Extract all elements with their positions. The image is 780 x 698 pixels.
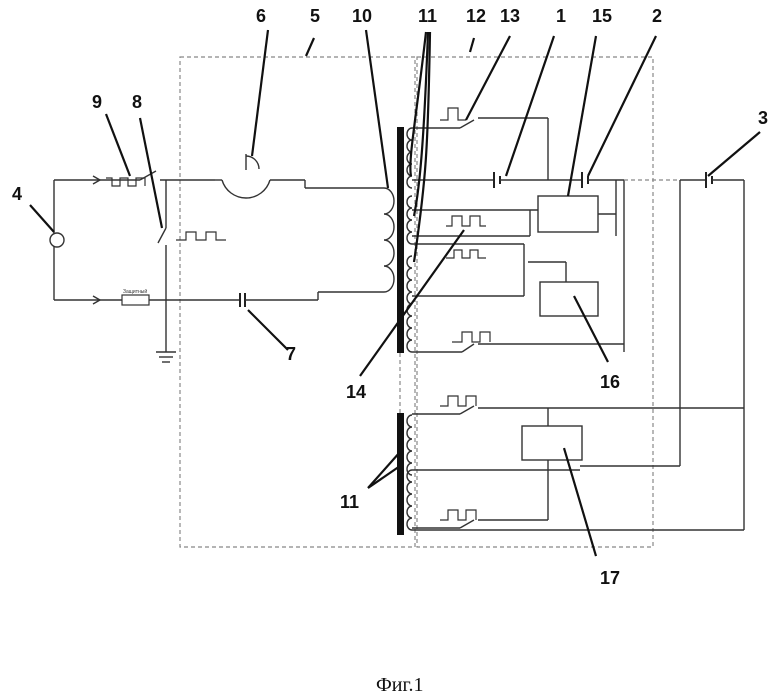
label-9: 9	[92, 92, 102, 112]
enclosure-12	[417, 57, 653, 547]
label-11-bottom: 11	[340, 492, 359, 512]
figure-caption: Фиг.1	[376, 674, 423, 696]
switch-13-circuit	[412, 108, 548, 180]
switch-8	[156, 180, 226, 362]
label-11-top: 11	[418, 6, 437, 26]
label-13: 13	[500, 6, 520, 26]
source-4	[50, 176, 100, 304]
label-15: 15	[592, 6, 612, 26]
block-17	[412, 396, 744, 530]
block-15	[412, 180, 616, 236]
core-lower	[397, 413, 404, 535]
label-17: 17	[600, 568, 620, 588]
label-16: 16	[600, 372, 620, 392]
primary-coil-10	[384, 188, 394, 292]
battery-3-circuit	[580, 172, 744, 530]
label-4: 4	[12, 184, 22, 204]
label-12: 12	[466, 6, 486, 26]
secondary-coils-lower	[407, 415, 412, 530]
label-6: 6	[256, 6, 266, 26]
lamp-6	[215, 154, 384, 198]
label-2: 2	[652, 6, 662, 26]
label-7: 7	[286, 344, 296, 364]
capacitor-7	[240, 292, 384, 307]
protective-resistor: Защитный	[100, 288, 240, 305]
switch-9	[100, 171, 215, 186]
label-1: 1	[556, 6, 566, 26]
label-3: 3	[758, 108, 768, 128]
label-10: 10	[352, 6, 372, 26]
label-8: 8	[132, 92, 142, 112]
resistor-label: Защитный	[123, 288, 147, 295]
label-14: 14	[346, 382, 366, 402]
label-5: 5	[310, 6, 320, 26]
